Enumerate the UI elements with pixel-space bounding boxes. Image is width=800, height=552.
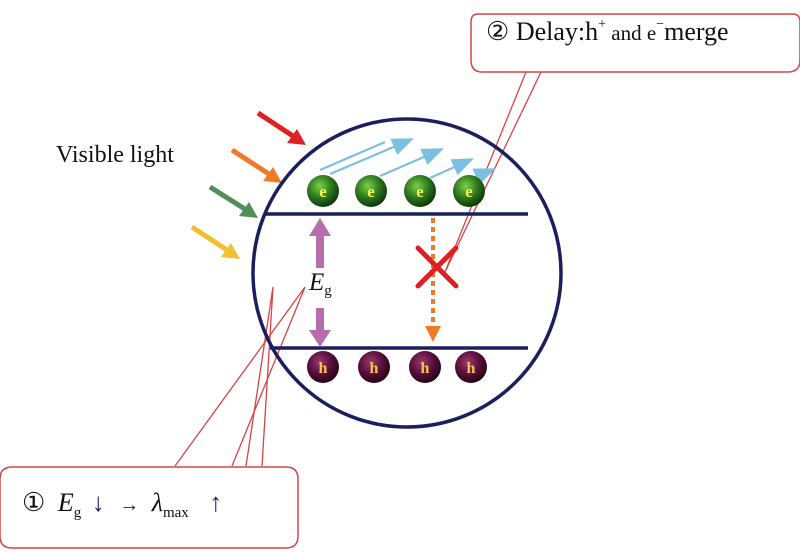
hole-label: h bbox=[467, 360, 476, 377]
lambda-symbol: λ bbox=[151, 488, 163, 517]
hole: h bbox=[409, 351, 441, 383]
electron-label: e bbox=[367, 182, 375, 201]
delay-text: Delay:h bbox=[515, 17, 599, 46]
visible-light-label: Visible light bbox=[56, 142, 174, 168]
merge-text: merge bbox=[664, 17, 729, 46]
callout-bandgap-text: ① Eg ↓ → λmax ↑ bbox=[22, 488, 222, 522]
light-ray-yellow bbox=[190, 224, 240, 259]
hole: h bbox=[455, 351, 487, 383]
circled-number-2: ② bbox=[486, 17, 510, 46]
callout-delay-box bbox=[470, 13, 800, 73]
bandgap-arrow bbox=[309, 218, 331, 347]
particle-sphere bbox=[251, 117, 563, 429]
bandgap-label: Eg bbox=[309, 269, 332, 300]
electron-label: e bbox=[416, 182, 424, 201]
electron: e bbox=[453, 175, 485, 207]
electron: e bbox=[307, 175, 339, 207]
pointer-bandgap bbox=[174, 286, 306, 467]
cross-icon bbox=[415, 245, 459, 289]
hole-label: h bbox=[319, 360, 328, 377]
lambda-subscript: max bbox=[162, 505, 189, 521]
excitation-arrows bbox=[319, 138, 497, 185]
callout-eg-subscript: g bbox=[73, 505, 82, 521]
electron-label: e bbox=[319, 182, 327, 201]
h-superscript: + bbox=[598, 17, 607, 32]
light-ray-orange bbox=[230, 147, 282, 183]
pointer-delay bbox=[444, 71, 542, 273]
callout-eg-symbol: E bbox=[57, 488, 74, 517]
pointer-bandgap-2 bbox=[245, 286, 274, 467]
hole-label: h bbox=[421, 360, 430, 377]
holes: h h h h bbox=[307, 351, 487, 383]
electron-label: e bbox=[465, 182, 473, 201]
e-superscript: − bbox=[656, 17, 665, 32]
callout-bandgap-box bbox=[0, 466, 299, 549]
up-arrow-icon: ↑ bbox=[209, 488, 223, 517]
callout-delay-text: ② Delay:h+ and e−merge bbox=[486, 17, 729, 47]
hole: h bbox=[307, 351, 339, 383]
and-e-text: and e bbox=[606, 21, 657, 45]
eg-subscript: g bbox=[324, 283, 332, 299]
electron: e bbox=[404, 175, 436, 207]
hole: h bbox=[358, 351, 390, 383]
light-rays bbox=[190, 110, 306, 259]
hole-label: h bbox=[370, 360, 379, 377]
eg-symbol: E bbox=[309, 269, 325, 296]
electron: e bbox=[355, 175, 387, 207]
down-arrow-icon: ↓ bbox=[91, 488, 105, 517]
circled-number-1: ① bbox=[22, 488, 46, 517]
light-ray-green bbox=[208, 184, 258, 218]
light-ray-red bbox=[256, 110, 306, 145]
electrons: e e e e bbox=[307, 175, 485, 207]
right-arrow-icon: → bbox=[119, 494, 140, 516]
